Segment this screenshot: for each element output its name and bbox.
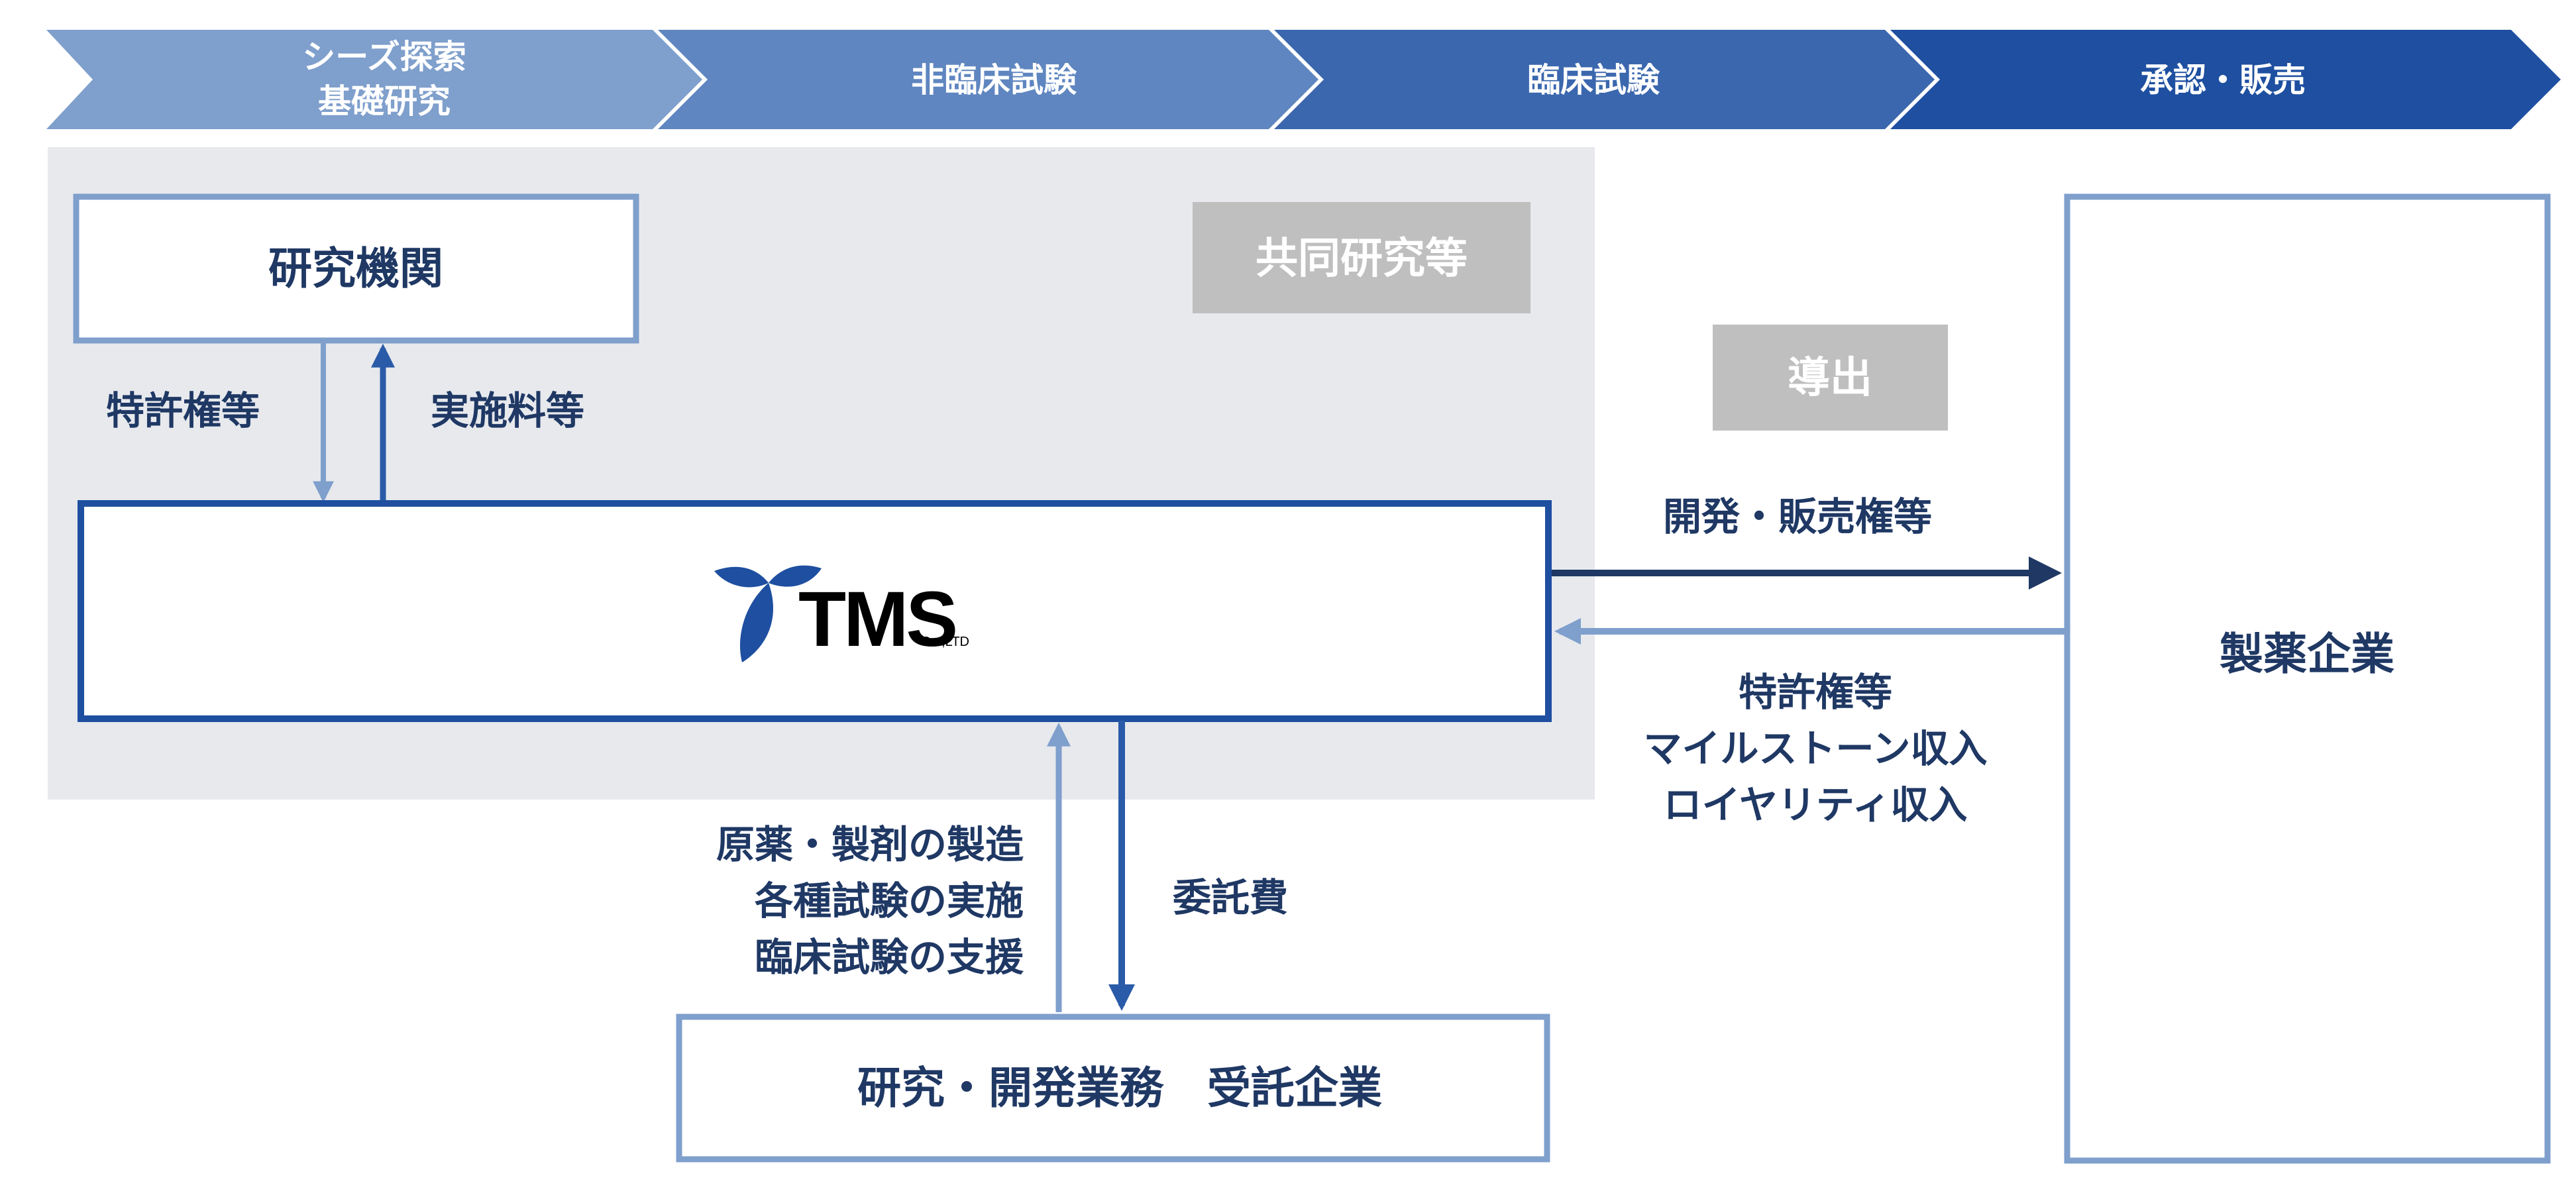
stage-label-nonclinical: 非臨床試験: [911, 61, 1077, 99]
stage-bar: シーズ探索 基礎研究 非臨床試験 臨床試験 承認・販売: [46, 30, 2561, 129]
licensing-tag: [1713, 325, 1948, 431]
research-institute-box: [73, 193, 639, 344]
contract-fee-label: 委託費: [1173, 875, 1288, 920]
pharma-box: [2064, 193, 2551, 1164]
licensing-label: 導出: [1788, 354, 1872, 403]
stage-chevron-nonclinical: [658, 30, 1318, 129]
services-label-line3: 臨床試験の支援: [755, 935, 1024, 980]
patents-label: 特許権等: [106, 388, 260, 433]
stage-label-discovery-line1: シーズ探索: [302, 38, 466, 76]
dev-sales-rights-label: 開発・販売権等: [1663, 494, 1932, 539]
stage-chevron-clinical: [1274, 30, 1935, 129]
research-institute-label: 研究機関: [268, 243, 443, 294]
returns-label-line1: 特許権等: [1739, 670, 1892, 715]
stage-chevron-discovery: [46, 30, 702, 129]
contractor-box: [676, 1014, 1550, 1163]
tms-logo-text: TMS: [798, 576, 955, 663]
tms-logo-suffix: Co.,LTD: [921, 635, 969, 649]
tms-logo-mark-icon: [714, 565, 822, 662]
returns-label-line3: ロイヤリティ収入: [1664, 782, 1968, 827]
stage-label-discovery-line2: 基礎研究: [318, 82, 451, 121]
stage-chevron-approval: [1890, 30, 2561, 129]
pharma-label: 製薬企業: [2220, 629, 2394, 680]
tms-logo: TMS Co.,LTD: [714, 565, 969, 663]
joint-research-tag: [1193, 202, 1530, 313]
royalty-label: 実施料等: [431, 388, 584, 433]
services-label-line2: 各種試験の実施: [755, 878, 1024, 923]
tms-box: [78, 500, 1552, 722]
stage-label-clinical: 臨床試験: [1527, 61, 1660, 99]
returns-label-line2: マイルストーン収入: [1643, 726, 1987, 771]
contractor-label: 研究・開発業務 受託企業: [857, 1063, 1382, 1114]
services-label-line1: 原薬・製剤の製造: [716, 822, 1024, 867]
joint-research-label: 共同研究等: [1256, 235, 1468, 284]
stage-label-approval: 承認・販売: [2140, 61, 2306, 99]
